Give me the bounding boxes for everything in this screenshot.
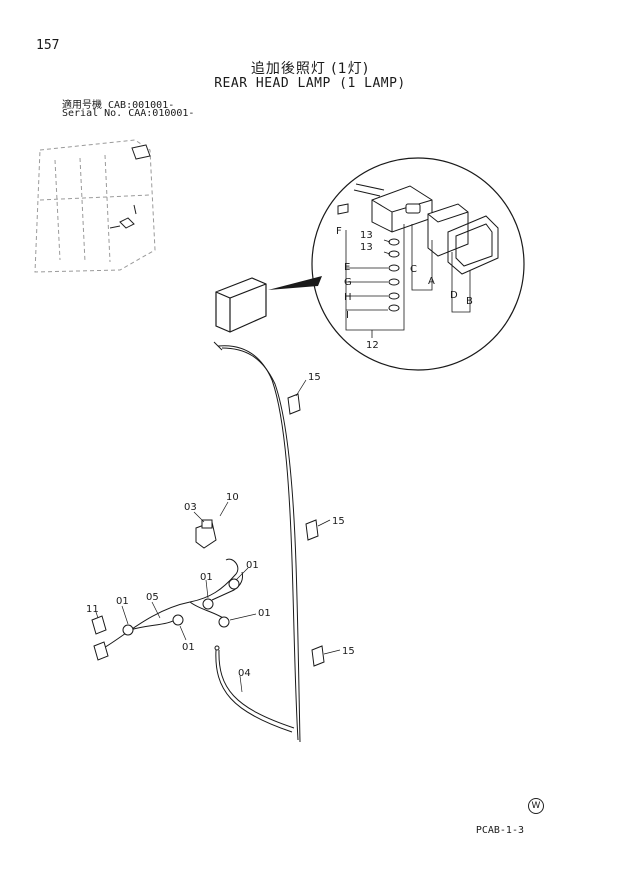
callout-15-bottom: 15 [342, 646, 355, 657]
clip-15-middle [305, 519, 319, 541]
lamp-housing [215, 277, 267, 333]
callout-01-b: 01 [200, 572, 213, 583]
label-leader-lines [345, 224, 471, 338]
page-number: 157 [36, 38, 60, 53]
callout-01-e: 01 [182, 642, 195, 653]
callout-15-middle: 15 [332, 516, 345, 527]
cab-small-lamp [131, 144, 151, 160]
callout-10: 10 [226, 492, 239, 503]
callout-01-c: 01 [258, 608, 271, 619]
harness-connectors [91, 578, 240, 661]
detail-circle [311, 157, 525, 371]
harness-04 [214, 645, 295, 733]
callout-e: E [344, 262, 350, 273]
screw-f [337, 203, 349, 215]
serial-number-line: Serial No. CAA:010001- [62, 108, 195, 119]
callout-g: G [344, 277, 352, 288]
callout-01-d: 01 [116, 596, 129, 607]
callout-a: A [428, 276, 435, 287]
callout-leaders [95, 379, 341, 693]
callout-h: H [344, 292, 352, 303]
title-japanese: 追加後照灯 (1灯) [250, 61, 370, 77]
callout-12: 12 [366, 340, 379, 351]
cab-outline [34, 139, 156, 273]
lamp-bulb-detail [405, 203, 421, 214]
callout-d: D [450, 290, 458, 301]
lamp-body-detail [353, 183, 433, 233]
switch-03 [195, 519, 217, 549]
callout-01-a: 01 [246, 560, 259, 571]
callout-11: 11 [86, 604, 99, 615]
drawing-code: PCAB-1-3 [475, 825, 524, 836]
lamp-lens-detail [427, 203, 469, 257]
callout-13-lower: 13 [360, 242, 373, 253]
callout-15-top: 15 [308, 372, 321, 383]
cab-bracket-detail [109, 204, 137, 229]
callout-c: C [410, 264, 417, 275]
washer-stack [388, 238, 400, 312]
callout-f: F [336, 226, 342, 237]
callout-04: 04 [238, 668, 251, 679]
title-english: REAR HEAD LAMP (1 LAMP) [214, 76, 406, 91]
callout-i: I [346, 310, 349, 321]
clip-15-bottom [311, 645, 325, 667]
lamp-gasket-detail [447, 215, 499, 275]
callout-b: B [466, 296, 473, 307]
watermark-circle: W [528, 798, 544, 814]
clip-15-top [287, 393, 301, 415]
detail-pointer [268, 276, 322, 290]
callout-03: 03 [184, 502, 197, 513]
callout-05: 05 [146, 592, 159, 603]
serial-applicable-line: 適用号機 CAB:001001- [62, 100, 175, 111]
harness-cable [213, 341, 301, 743]
callout-13-upper: 13 [360, 230, 373, 241]
